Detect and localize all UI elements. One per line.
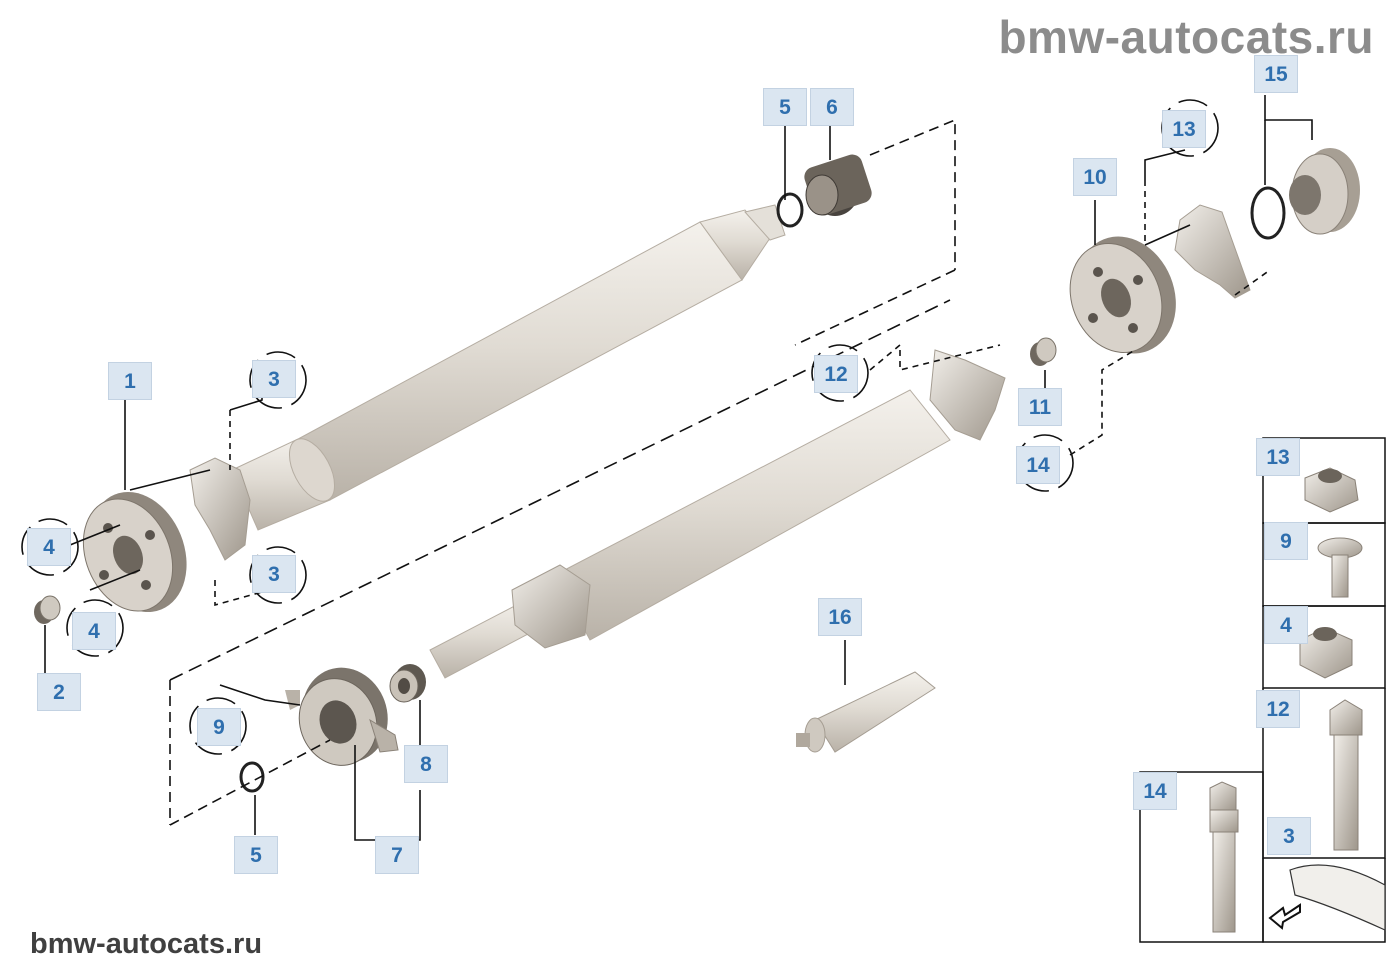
flex-disc-front (82, 491, 187, 613)
sealing-ring-15-icon (1250, 186, 1286, 240)
centering-sleeve-rear-icon (1030, 337, 1057, 366)
flange-nut-icon (1304, 467, 1359, 513)
callout-rings (21, 99, 1219, 755)
hex-bolt-short-icon (1317, 537, 1363, 598)
rear-propeller-shaft (429, 349, 1006, 679)
centering-sleeve-icon (34, 595, 61, 624)
callout-5-top[interactable]: 5 (763, 88, 807, 126)
callout-4-lower[interactable]: 4 (72, 612, 116, 650)
flex-disc-rear (1069, 236, 1176, 354)
callout-13[interactable]: 13 (1162, 110, 1206, 148)
callout-12[interactable]: 12 (814, 355, 858, 393)
sidebar-tag-3[interactable]: 3 (1267, 817, 1311, 855)
callout-3-upper[interactable]: 3 (252, 360, 296, 398)
callout-14[interactable]: 14 (1016, 446, 1060, 484)
callout-1[interactable]: 1 (108, 362, 152, 400)
sidebar-tag-14[interactable]: 14 (1133, 772, 1177, 810)
callout-16[interactable]: 16 (818, 598, 862, 636)
sealing-ring-bottom-icon (239, 761, 265, 793)
sliding-sleeve-icon (804, 154, 872, 216)
sidebar-tag-13[interactable]: 13 (1256, 438, 1300, 476)
hex-bolt-long-icon (1329, 699, 1363, 851)
center-bearing-icon (285, 667, 399, 766)
callout-5-bottom[interactable]: 5 (234, 836, 278, 874)
sidebar-tag-12[interactable]: 12 (1256, 690, 1300, 728)
watermark-bottom: bmw-autocats.ru (30, 928, 263, 960)
sidebar-tag-4[interactable]: 4 (1264, 606, 1308, 644)
callout-7[interactable]: 7 (375, 836, 419, 874)
callout-8[interactable]: 8 (404, 745, 448, 783)
torx-bolt-icon (1209, 781, 1239, 933)
sidebar-tag-9[interactable]: 9 (1264, 522, 1308, 560)
watermark-top: bmw-autocats.ru (998, 11, 1374, 63)
output-flange-icon (1174, 204, 1251, 299)
callout-4-left[interactable]: 4 (27, 528, 71, 566)
callout-3-lower[interactable]: 3 (252, 555, 296, 593)
callout-15[interactable]: 15 (1254, 55, 1298, 93)
sealing-ring-top-icon (776, 192, 804, 228)
lock-nut-icon (1299, 627, 1353, 679)
vehicle-front-arrow-icon (1268, 864, 1386, 931)
callout-10[interactable]: 10 (1073, 158, 1117, 196)
callout-11[interactable]: 11 (1018, 388, 1062, 426)
grooved-ball-bearing-icon (389, 664, 426, 703)
callout-6[interactable]: 6 (810, 88, 854, 126)
callout-9[interactable]: 9 (197, 708, 241, 746)
callout-2[interactable]: 2 (37, 673, 81, 711)
grease-tube-icon (796, 671, 936, 753)
centering-flange-icon (1289, 148, 1360, 235)
fastener-sidebar (1139, 437, 1386, 943)
front-propeller-shaft (189, 204, 786, 561)
